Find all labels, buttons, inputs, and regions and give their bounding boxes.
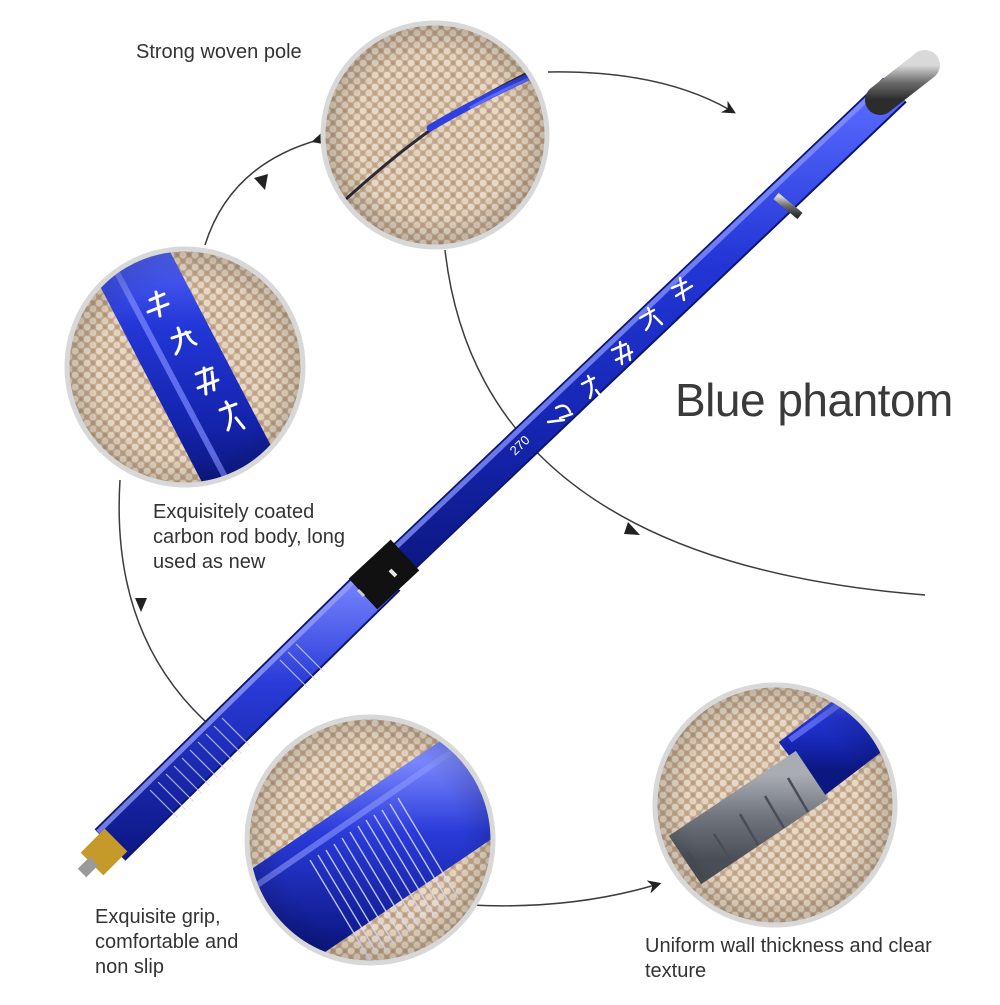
arc-left xyxy=(118,479,216,731)
product-title: Blue phantom xyxy=(675,374,953,426)
arc-center-down xyxy=(444,249,926,596)
arrow-mid xyxy=(624,522,640,535)
fishing-rod: 270 xyxy=(77,50,940,878)
detail-circle-grip xyxy=(244,714,496,966)
detail-circle-coated-body xyxy=(64,246,306,488)
label-coated-body: Exquisitely coated carbon rod body, long… xyxy=(153,501,345,573)
arrow-left-up xyxy=(135,598,147,612)
arc-top-right xyxy=(547,71,736,114)
arc-top-left xyxy=(204,131,327,246)
label-wall-thickness: Uniform wall thickness and clear texture xyxy=(645,935,932,982)
grip-wrap xyxy=(149,643,325,819)
rod-calligraphy xyxy=(546,276,694,424)
detail-circle-sections xyxy=(652,682,898,928)
connector-arcs xyxy=(118,71,926,907)
arrow-top-left xyxy=(254,174,268,190)
label-strong-woven-pole: Strong woven pole xyxy=(136,41,302,63)
arc-bottom xyxy=(469,880,662,907)
label-grip: Exquisite grip, comfortable and non slip xyxy=(95,906,239,978)
